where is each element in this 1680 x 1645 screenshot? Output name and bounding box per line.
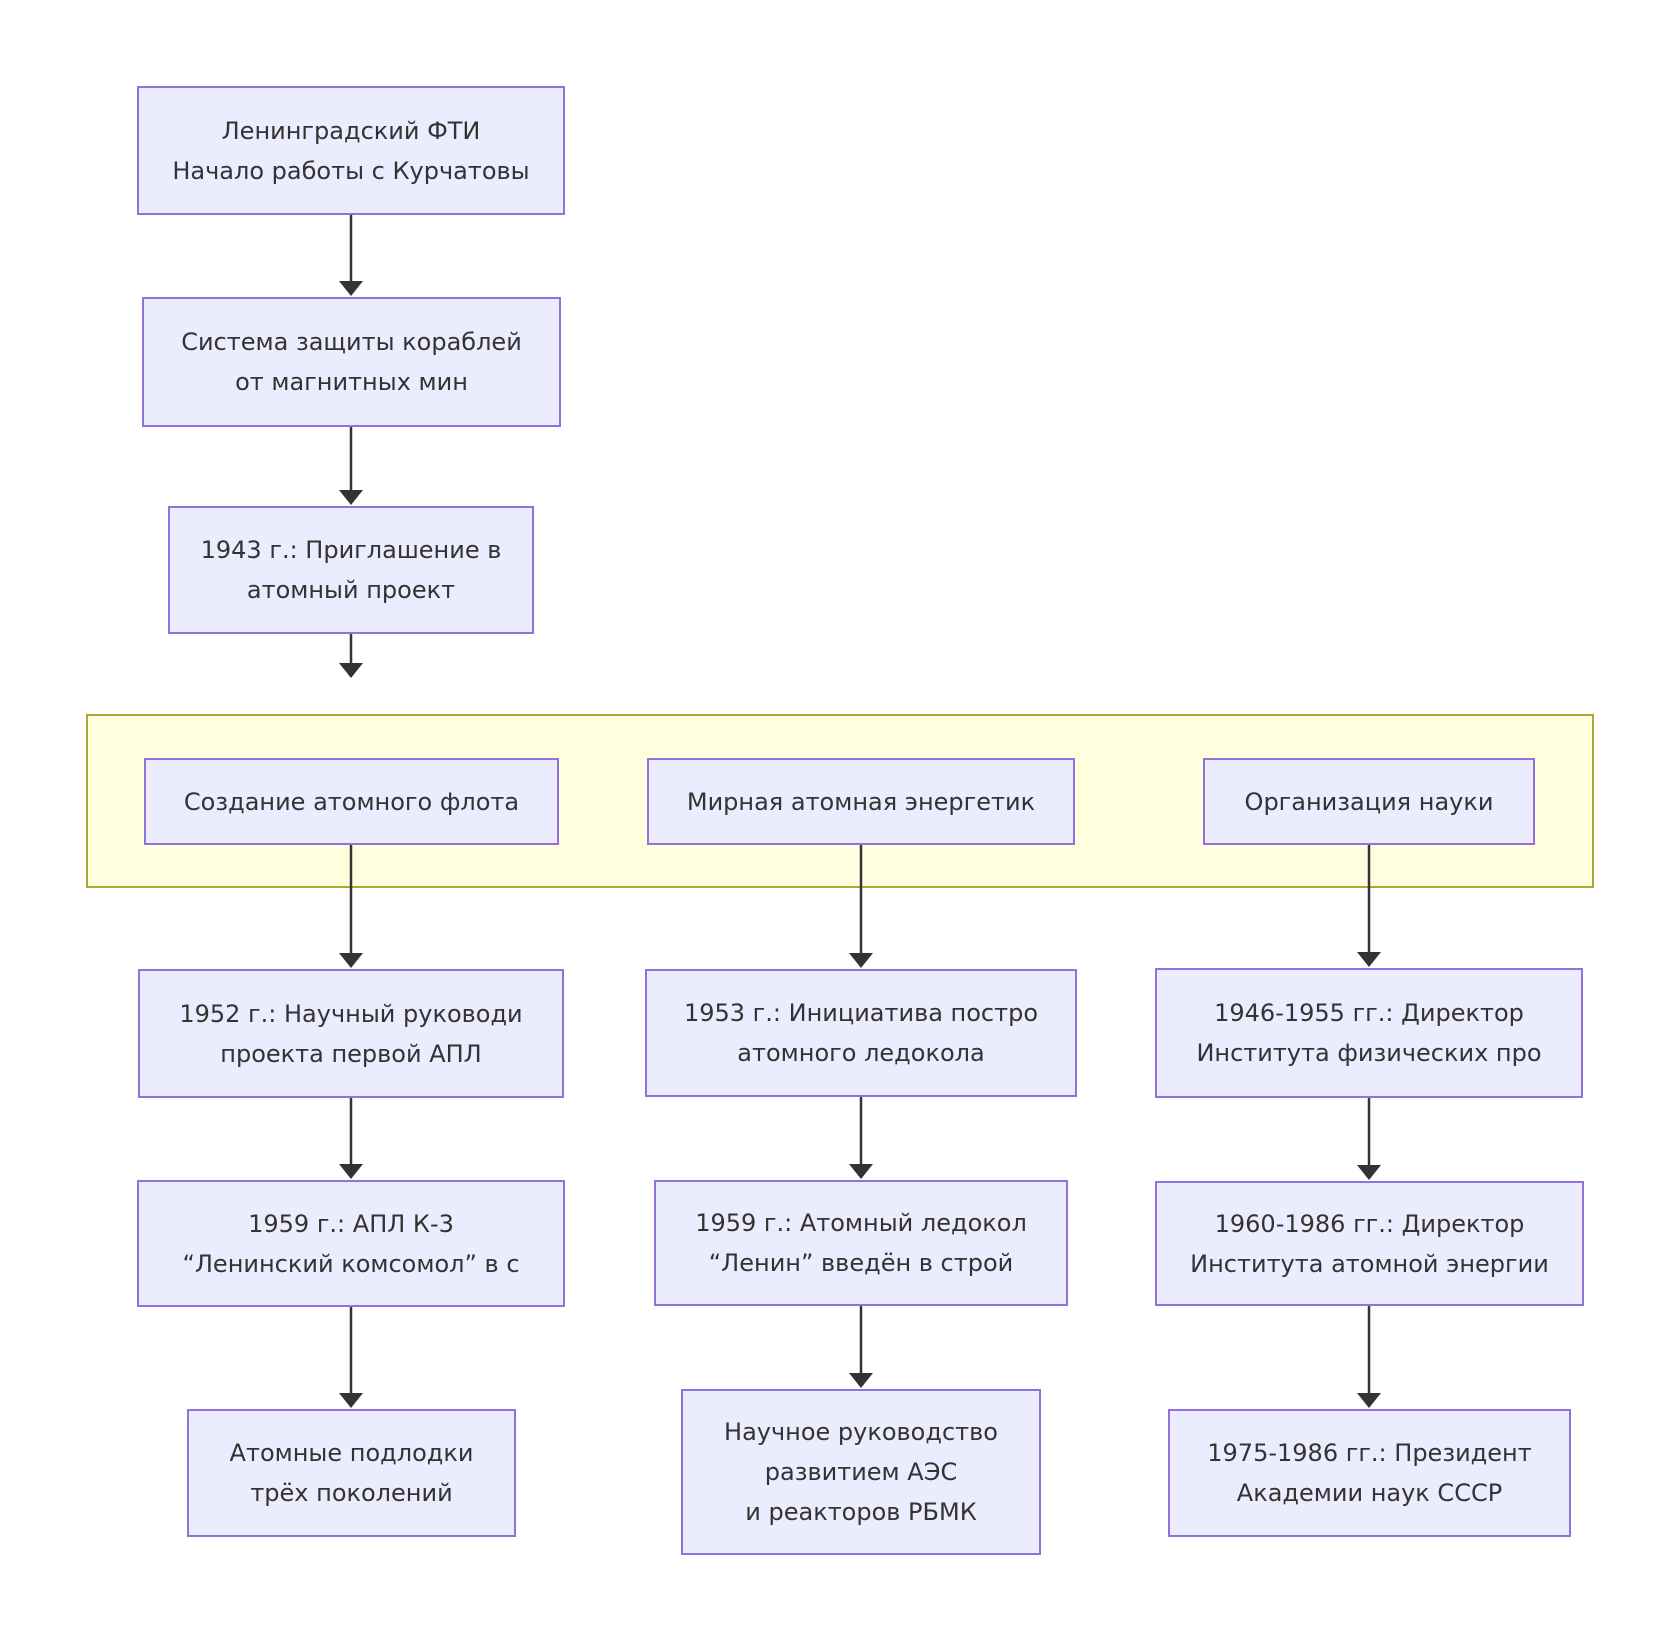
node-line: “Ленин” введён в строй <box>708 1249 1014 1277</box>
arrow-energy-1953-1959 <box>849 1097 873 1179</box>
node-leningrad-fti: Ленинградский ФТИ Начало работы с Курчат… <box>137 86 565 215</box>
node-branch-science: Организация науки <box>1203 758 1535 845</box>
node-line: 1943 г.: Приглашение в <box>200 536 502 564</box>
node-mine-protection: Система защиты кораблей от магнитных мин <box>142 297 561 427</box>
node-energy-1953: 1953 г.: Инициатива постро атомного ледо… <box>645 969 1077 1097</box>
node-line: “Ленинский комсомол” в с <box>182 1249 520 1278</box>
node-line: и реакторов РБМК <box>745 1498 977 1526</box>
node-line: Академии наук СССР <box>1236 1479 1503 1507</box>
arrow-science-1960-1975 <box>1357 1306 1381 1408</box>
node-fleet-1959: 1959 г.: АПЛ К-3 “Ленинский комсомол” в … <box>137 1180 565 1307</box>
node-line: от магнитных мин <box>235 368 468 396</box>
node-science-1946: 1946-1955 гг.: Директор Института физиче… <box>1155 968 1583 1098</box>
arrow-invite-to-cluster <box>339 634 363 678</box>
node-line: 1953 г.: Инициатива постро <box>683 999 1039 1027</box>
node-line: атомного ледокола <box>737 1039 985 1067</box>
arrow-mines-to-invite <box>339 427 363 505</box>
arrow-energy-1959-rbmk <box>849 1306 873 1388</box>
node-line: Ленинградский ФТИ <box>221 116 481 145</box>
node-line: Научное руководство <box>724 1418 998 1446</box>
node-science-1975: 1975-1986 гг.: Президент Академии наук С… <box>1168 1409 1571 1537</box>
node-line: трёх поколений <box>250 1479 453 1507</box>
node-line: Начало работы с Курчатовы <box>172 156 530 185</box>
node-line: Система защиты кораблей <box>181 328 522 356</box>
node-line: 1952 г.: Научный руководи <box>179 999 523 1028</box>
arrow-science-1946-1960 <box>1357 1098 1381 1180</box>
node-line: Института физических про <box>1196 1039 1542 1067</box>
node-branch-energy: Мирная атомная энергетик <box>647 758 1075 845</box>
arrow-leningrad-to-mines <box>339 215 363 296</box>
node-line: Создание атомного флота <box>183 787 520 816</box>
node-atomic-invite: 1943 г.: Приглашение в атомный проект <box>168 506 534 634</box>
node-energy-rbmk: Научное руководство развитием АЭС и реак… <box>681 1389 1041 1555</box>
node-line: проекта первой АПЛ <box>220 1039 482 1068</box>
node-line: 1946-1955 гг.: Директор <box>1214 999 1524 1027</box>
arrow-fleet-1959-subs <box>339 1307 363 1408</box>
node-fleet-1952: 1952 г.: Научный руководи проекта первой… <box>138 969 564 1098</box>
node-energy-1959: 1959 г.: Атомный ледокол “Ленин” введён … <box>654 1180 1068 1306</box>
node-fleet-submarines: Атомные подлодки трёх поколений <box>187 1409 516 1537</box>
node-line: 1959 г.: АПЛ К-3 <box>248 1209 454 1238</box>
node-branch-fleet: Создание атомного флота <box>144 758 559 845</box>
arrow-fleet-1952-1959 <box>339 1098 363 1179</box>
node-line: развитием АЭС <box>764 1458 958 1486</box>
node-line: Атомные подлодки <box>229 1439 474 1467</box>
node-line: 1960-1986 гг.: Директор <box>1214 1209 1525 1238</box>
node-science-1960: 1960-1986 гг.: Директор Института атомно… <box>1155 1181 1584 1306</box>
node-line: Института атомной энергии <box>1190 1249 1549 1278</box>
node-line: атомный проект <box>246 576 456 604</box>
node-line: Организация науки <box>1244 787 1494 816</box>
node-line: 1975-1986 гг.: Президент <box>1207 1439 1532 1467</box>
node-line: 1959 г.: Атомный ледокол <box>695 1209 1027 1237</box>
node-line: Мирная атомная энергетик <box>686 787 1036 816</box>
